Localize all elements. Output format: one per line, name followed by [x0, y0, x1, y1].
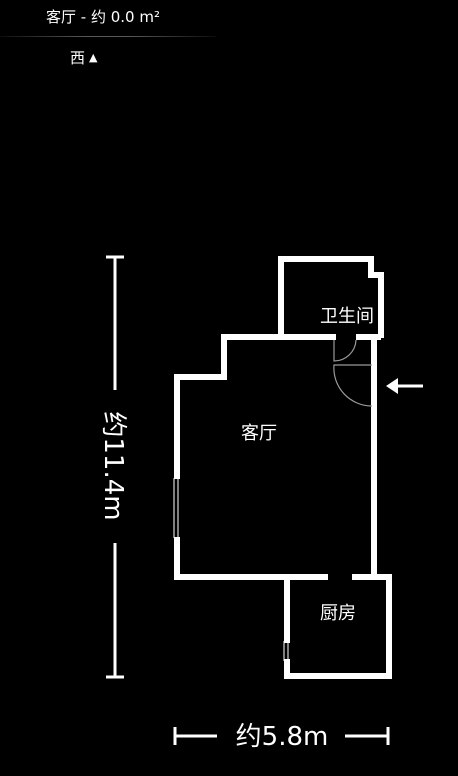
header-divider [0, 36, 216, 37]
doors [333, 339, 373, 407]
triangle-up-icon: ▲ [89, 51, 98, 64]
windows [173, 478, 289, 661]
living-room-upper-wall [174, 334, 336, 479]
room-label-kitchen: 厨房 [320, 603, 356, 624]
room-label-living-room: 客厅 [241, 423, 277, 444]
width-dimension-label: 约5.8m [236, 722, 329, 752]
entrance-arrow-icon [386, 378, 423, 394]
bathroom-wall [278, 256, 384, 338]
height-dimension: 约11.4m [98, 255, 128, 679]
page-title: 客厅 - 约 0.0 m² [46, 8, 160, 26]
bathroom-door-swing [333, 339, 357, 362]
living-room-lower-wall [174, 537, 328, 580]
entrance-door-swing [333, 364, 373, 407]
height-dimension-label: 约11.4m [98, 411, 128, 520]
compass-indicator: 西 ▲ [70, 48, 130, 68]
width-dimension: 约5.8m [173, 722, 390, 752]
kitchen-outer-wall [284, 574, 392, 679]
compass-direction-label: 西 [70, 49, 86, 67]
walls [174, 256, 392, 679]
room-label-bathroom: 卫生间 [320, 306, 374, 327]
